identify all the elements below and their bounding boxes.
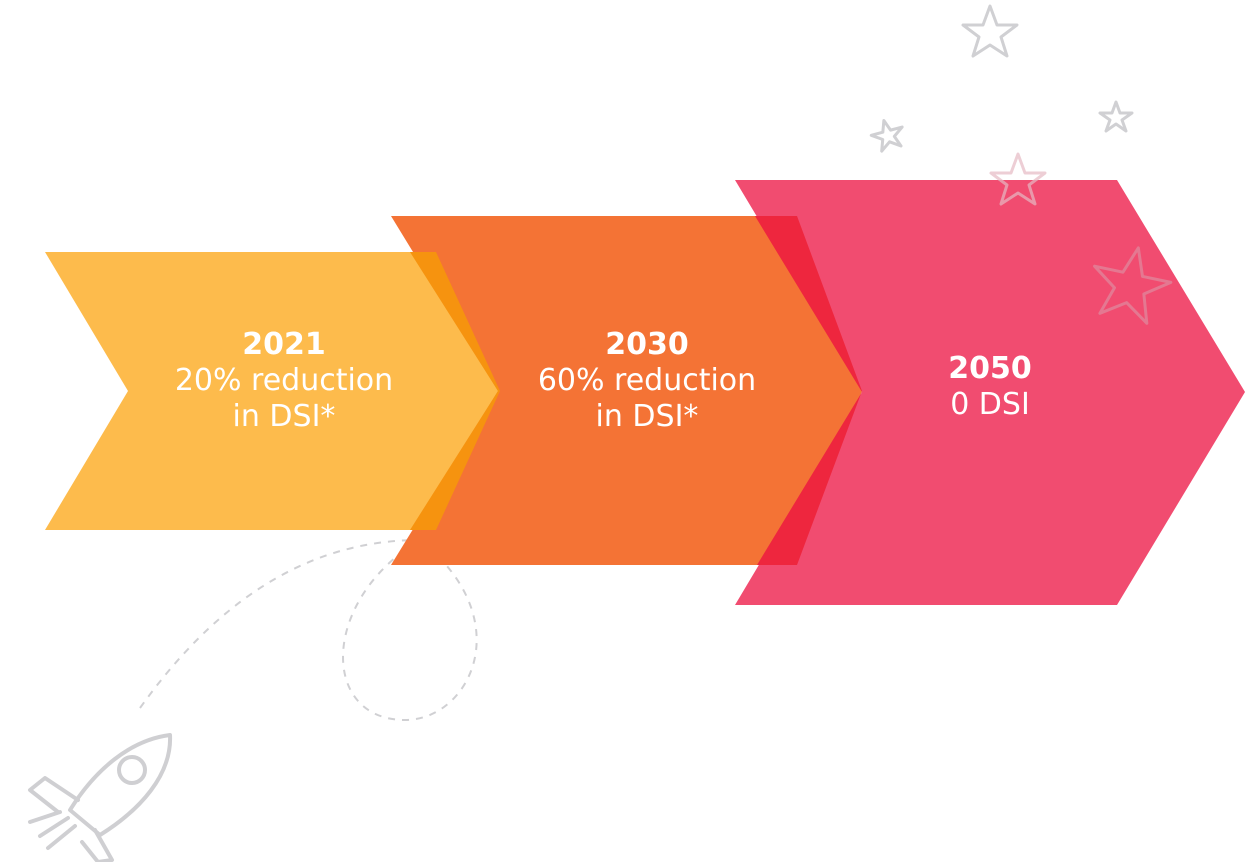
chevron-overlap-2-3 <box>755 216 862 565</box>
step-description: in DSI* <box>232 399 336 434</box>
star-icon <box>961 4 1019 58</box>
step-year: 2050 <box>948 351 1032 386</box>
step-2050: 2050 0 DSI <box>868 351 1112 423</box>
step-description: 60% reduction <box>537 363 757 398</box>
step-2030: 2030 60% reduction in DSI* <box>506 327 788 435</box>
rocket-icon <box>28 733 173 862</box>
star-icon <box>869 119 904 153</box>
chevron-step-3 <box>735 180 1245 605</box>
star-icon <box>989 152 1047 206</box>
step-description: 20% reduction <box>174 363 394 398</box>
chevron-step-1 <box>45 252 500 530</box>
step-2021: 2021 20% reduction in DSI* <box>143 327 425 435</box>
step-description: 0 DSI <box>950 387 1030 422</box>
star-icon <box>1098 100 1134 133</box>
chevron-overlap-1-2 <box>410 252 500 530</box>
step-year: 2030 <box>605 327 689 362</box>
step-description: in DSI* <box>595 399 699 434</box>
chevron-step-2 <box>391 216 862 565</box>
step-year: 2021 <box>242 327 326 362</box>
star-icon <box>1093 246 1173 325</box>
